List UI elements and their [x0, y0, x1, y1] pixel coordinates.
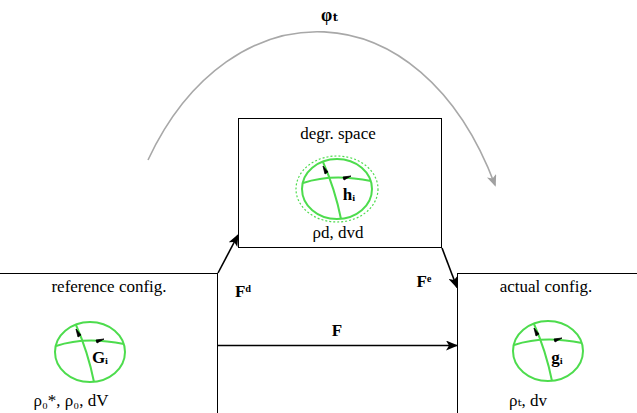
base-vector-tip: [323, 166, 328, 174]
body-outline: [302, 159, 372, 219]
box-title: degr. space: [300, 125, 376, 144]
config-box: reference config. Gᵢ ρ₀*, ρ₀, dV: [0, 273, 218, 413]
motion-label: φₜ: [321, 6, 339, 26]
coordinate-line: [76, 325, 94, 382]
coordinate-line: [323, 162, 341, 219]
base-vector-tip: [554, 338, 562, 342]
base-vector-tip: [343, 176, 351, 180]
basis-label: Gᵢ: [92, 349, 108, 368]
mapping-label: Fᵈ: [233, 283, 253, 302]
config-box: degr. space hᵢ ρd, dvd: [238, 118, 442, 248]
coordinate-line: [534, 324, 552, 381]
mapping-label: Fᵉ: [415, 273, 434, 292]
coordinate-line: [514, 339, 582, 345]
quantity-label: ρₜ, dv: [509, 392, 547, 411]
config-box: actual config. gᵢ ρₜ, dv: [457, 273, 637, 413]
base-vector-tip: [96, 339, 104, 343]
base-vector-tip: [534, 328, 539, 336]
quantity-label: ρd, dvd: [313, 224, 364, 243]
body-outline: [513, 321, 583, 381]
coordinate-line: [56, 340, 124, 346]
basis-label: hᵢ: [343, 186, 355, 205]
mapping-arrow: [218, 235, 238, 273]
coordinate-line: [303, 177, 371, 183]
body-outline: [55, 322, 125, 382]
base-vector-tip: [76, 329, 81, 337]
quantity-label: ρ₀*, ρ₀, dV: [33, 392, 108, 411]
mapping-arrow: [218, 345, 457, 347]
basis-label: gᵢ: [551, 349, 563, 368]
mapping-arrow: [442, 248, 457, 288]
body-sketches: [55, 156, 583, 382]
original-outline: [296, 156, 378, 222]
box-title: reference config.: [51, 278, 166, 297]
box-title: actual config.: [500, 278, 593, 297]
mapping-label: F: [330, 322, 344, 341]
